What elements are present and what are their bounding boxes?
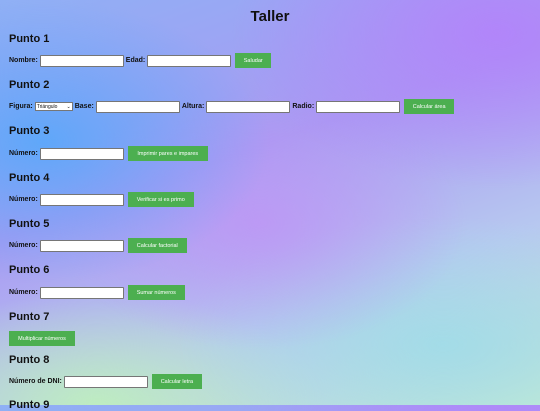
punto3-row: Número: Imprimir pares e impares [9, 146, 208, 161]
base-label: Base: [74, 103, 94, 110]
calcular-factorial-button[interactable]: Calcular factorial [127, 238, 187, 253]
numero-label: Número: [9, 242, 38, 249]
saludar-button[interactable]: Saludar [235, 53, 272, 68]
punto3-heading: Punto 3 [9, 125, 50, 137]
punto7-heading: Punto 7 [9, 311, 50, 323]
punto2-row: Figura: Triángulo ⌄ Base: Altura: Radio:… [9, 99, 455, 114]
punto8-heading: Punto 8 [9, 354, 50, 366]
sumar-numeros-button[interactable]: Sumar números [127, 285, 185, 300]
chevron-down-icon: ⌄ [66, 103, 71, 110]
numero-input-primo[interactable] [39, 193, 124, 206]
punto5-heading: Punto 5 [9, 218, 50, 230]
page-title: Taller [250, 8, 290, 25]
punto8-row: Número de DNI: Calcular letra [9, 374, 202, 389]
punto2-heading: Punto 2 [9, 79, 50, 91]
altura-input[interactable] [206, 100, 291, 113]
calcular-area-button[interactable]: Calcular área [404, 99, 455, 114]
punto4-row: Número: Verificar si es primo [9, 192, 194, 207]
punto6-row: Número: Sumar números [9, 285, 185, 300]
edad-input[interactable] [147, 54, 232, 67]
punto4-heading: Punto 4 [9, 172, 50, 184]
base-input[interactable] [95, 100, 180, 113]
radio-input[interactable] [316, 100, 401, 113]
nombre-label: Nombre: [9, 57, 38, 64]
numero-label: Número: [9, 196, 38, 203]
numero-label: Número: [9, 150, 38, 157]
punto6-heading: Punto 6 [9, 264, 50, 276]
dni-label: Número de DNI: [9, 378, 62, 385]
figura-label: Figura: [9, 103, 33, 110]
nombre-input[interactable] [39, 54, 124, 67]
numero-input-factorial[interactable] [39, 239, 124, 252]
dni-input[interactable] [63, 375, 148, 388]
figura-selected-value: Triángulo [36, 103, 58, 110]
imprimir-pares-impares-button[interactable]: Imprimir pares e impares [127, 146, 208, 161]
numero-input-pares[interactable] [39, 147, 124, 160]
numero-input-sumar[interactable] [39, 286, 124, 299]
punto1-heading: Punto 1 [9, 33, 50, 45]
radio-label: Radio: [292, 103, 315, 110]
multiplicar-numeros-button[interactable]: Multiplicar números [9, 331, 75, 346]
verificar-primo-button[interactable]: Verificar si es primo [127, 192, 194, 207]
punto5-row: Número: Calcular factorial [9, 238, 187, 253]
edad-label: Edad: [125, 57, 146, 64]
calcular-letra-button[interactable]: Calcular letra [151, 374, 202, 389]
punto1-row: Nombre: Edad: Saludar [9, 53, 272, 68]
punto9-heading: Punto 9 [9, 399, 50, 411]
punto7-row: Multiplicar números [9, 331, 75, 346]
numero-label: Número: [9, 289, 38, 296]
altura-label: Altura: [181, 103, 205, 110]
figura-select[interactable]: Triángulo ⌄ [34, 102, 73, 111]
